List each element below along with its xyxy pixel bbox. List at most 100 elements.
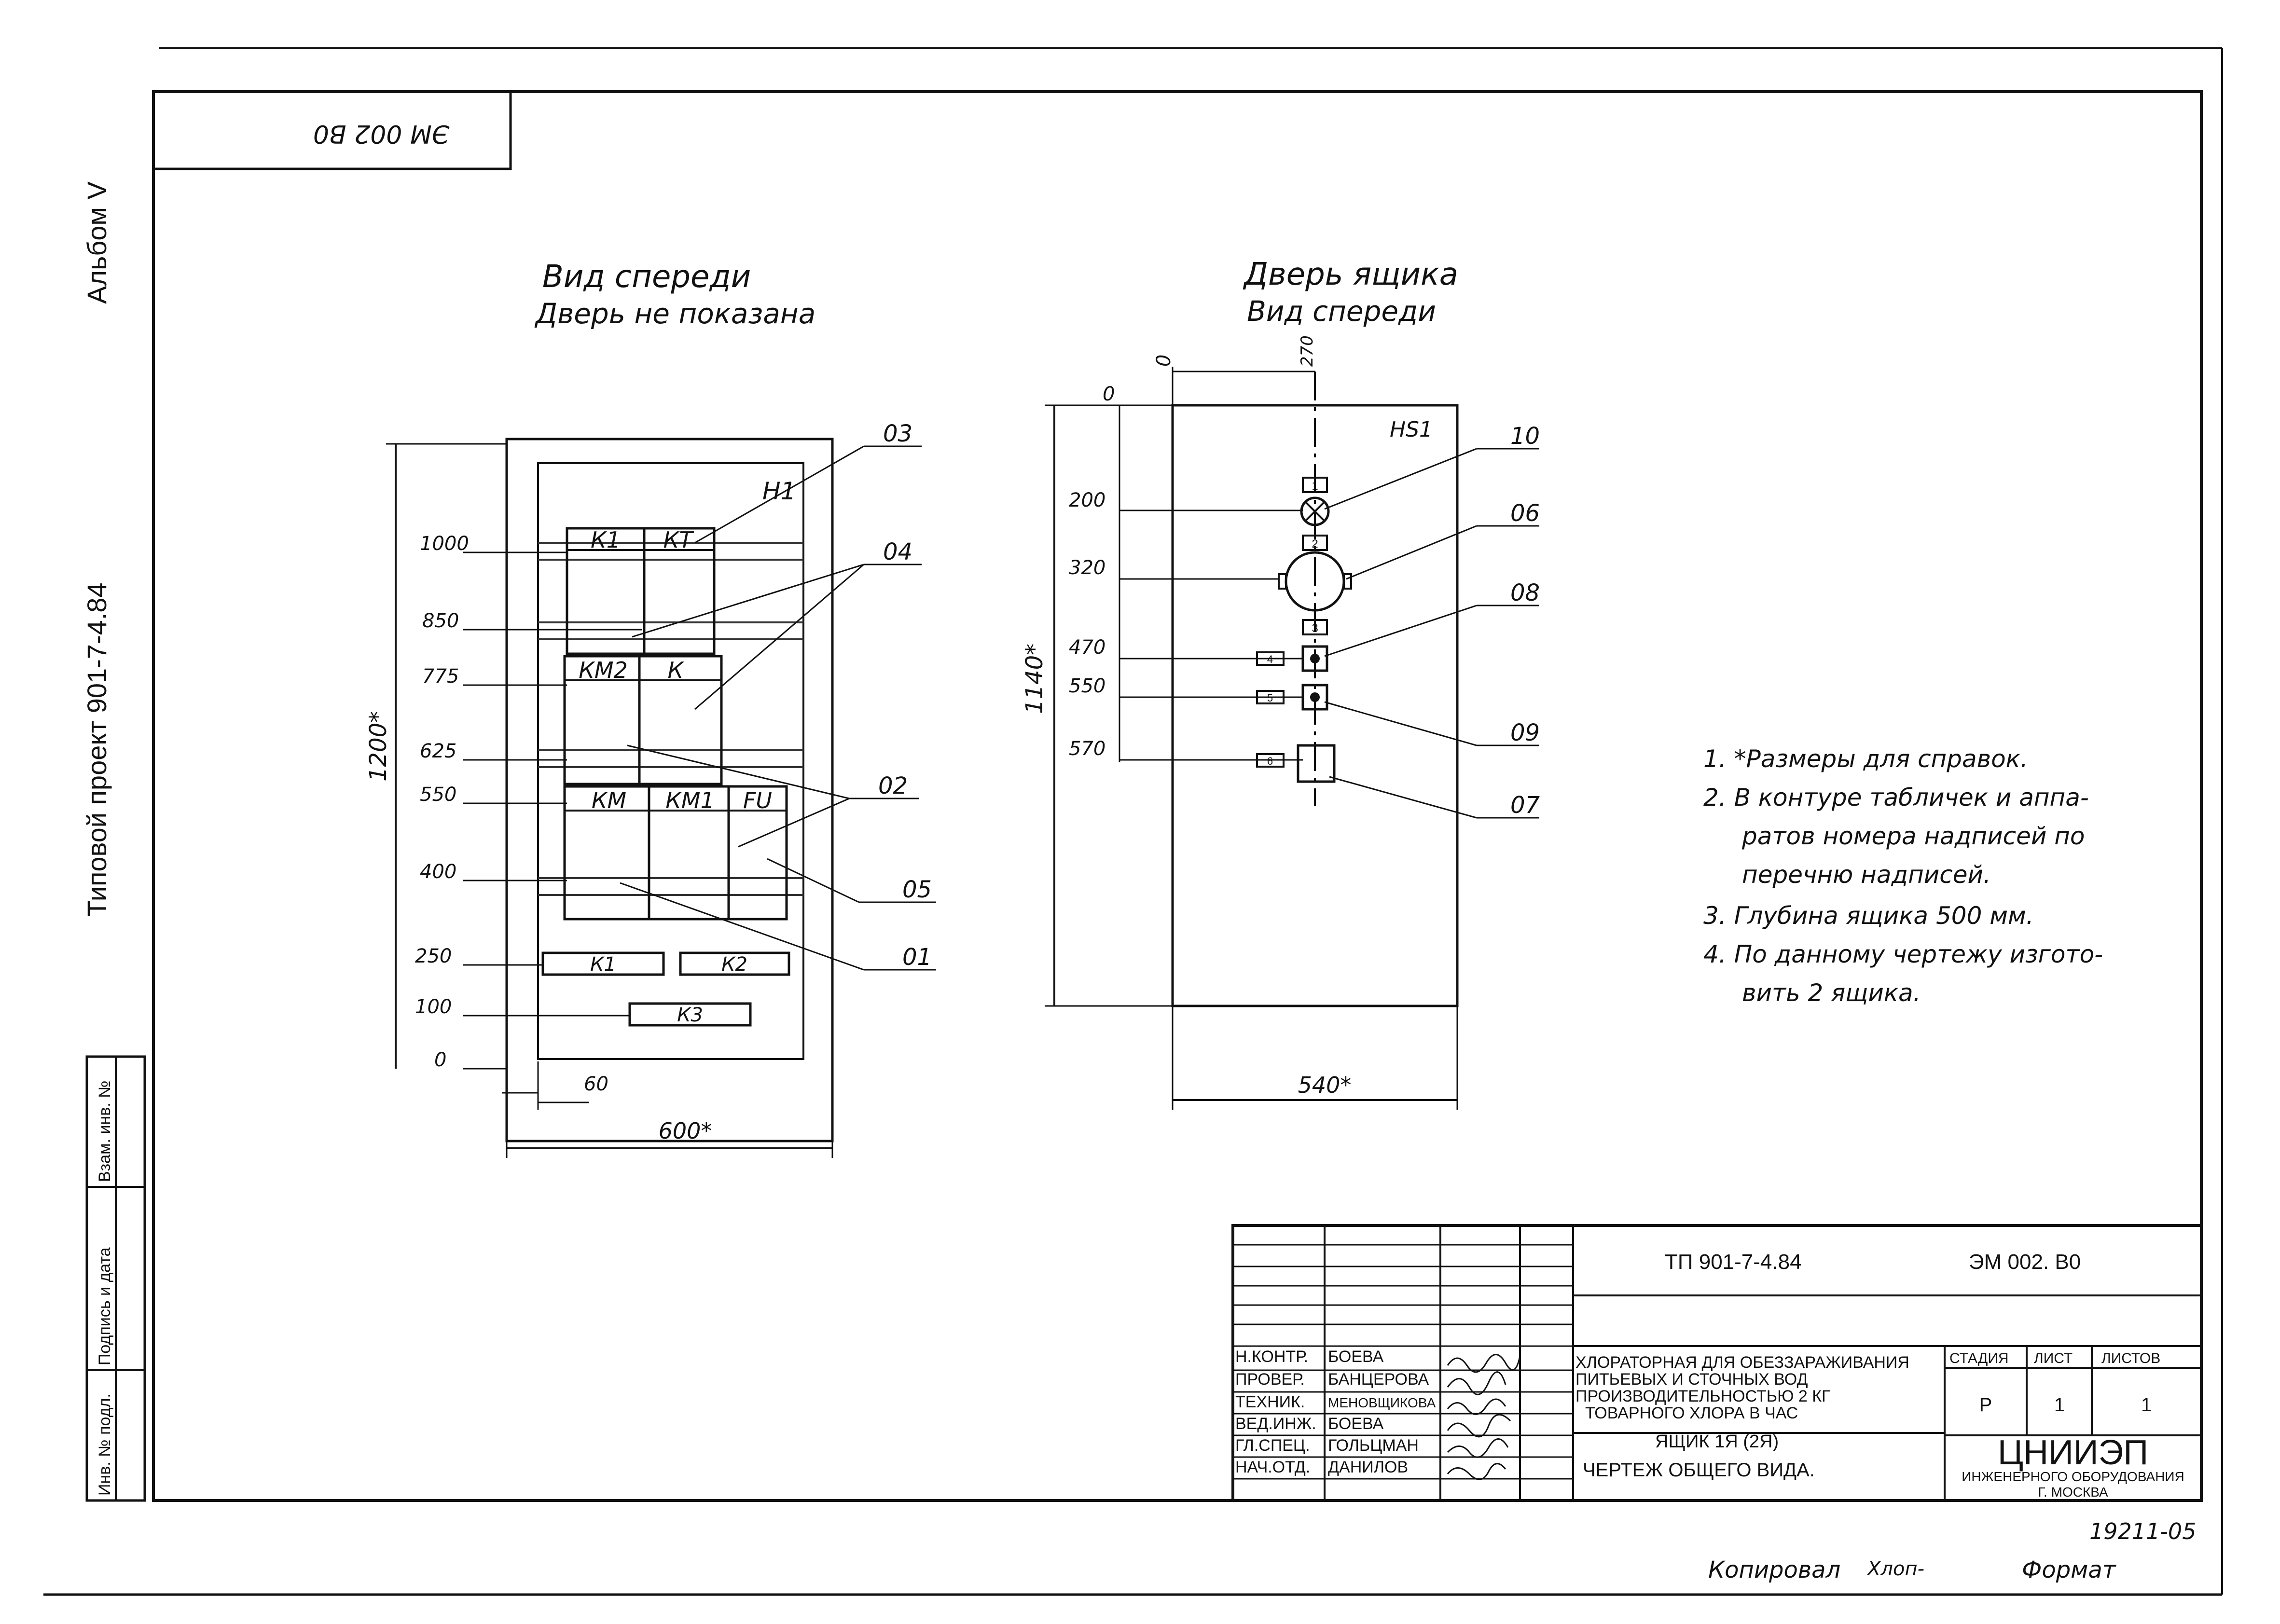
level-1000: 1000: [420, 533, 469, 555]
copied-signature: Хлоп-: [1866, 1558, 1924, 1580]
format-label: Формат: [2022, 1556, 2117, 1583]
svg-text:ТЕХНИК.: ТЕХНИК.: [1235, 1393, 1305, 1411]
level-0: 0: [434, 1049, 446, 1071]
desc-line-4: ТОВАРНОГО ХЛОРА В ЧАС: [1585, 1404, 1798, 1422]
door-height-dim: 1140*: [1021, 644, 1048, 714]
svg-text:1: 1: [1312, 480, 1318, 493]
title-block: ТП 901-7-4.84 ЭМ 002. В0 Н.КОНТР. БОЕВА …: [1231, 1224, 2203, 1502]
callout-03: 03: [883, 420, 912, 447]
note-4b: вить 2 ящика.: [1742, 979, 1921, 1007]
level-250: 250: [415, 945, 452, 967]
front-width-dim: 600*: [659, 1118, 712, 1144]
callout-07: 07: [1510, 792, 1540, 819]
title-code: ТП 901-7-4.84: [1665, 1250, 1802, 1274]
note-3: 3. Глубина ящика 500 мм.: [1703, 902, 2034, 930]
door-width-dim: 540*: [1298, 1072, 1352, 1098]
stamp-code: ЭМ 002 В0: [313, 119, 450, 148]
note-1: 1. *Размеры для справок.: [1703, 745, 2028, 773]
door-center-dim: 270: [1298, 335, 1317, 367]
front-view: К1 КТ КМ2 К КМ КМ1 FU К1 К2 К3 Н1 1000 8…: [365, 420, 936, 1158]
door-view: НЅ1 0 270 0 1140* 200 320 470 550 570 54…: [1021, 335, 1540, 1110]
callout-02: 02: [878, 772, 908, 799]
front-outer-box: [505, 438, 834, 1142]
level-850: 850: [422, 610, 459, 632]
front-view-title: Вид спереди: [542, 259, 751, 295]
door-outer-box: [1171, 404, 1459, 1007]
stamp-box: [152, 90, 512, 170]
level-625: 625: [420, 740, 456, 762]
svg-text:3: 3: [1312, 622, 1318, 635]
org-name: ЦНИИЭП: [1998, 1433, 2148, 1472]
svg-text:4: 4: [1267, 653, 1273, 665]
object-name: ЯЩИК 1Я (2Я): [1655, 1431, 1779, 1452]
drawing-name: ЧЕРТЕЖ ОБЩЕГО ВИДА.: [1583, 1459, 1815, 1481]
callout-08: 08: [1510, 579, 1540, 606]
svg-text:ГЛ.СПЕЦ.: ГЛ.СПЕЦ.: [1235, 1436, 1310, 1455]
project-label: Типовой проект 901-7-4.84: [82, 582, 112, 917]
callout-01: 01: [902, 944, 932, 971]
svg-text:5: 5: [1267, 692, 1273, 704]
callout-04: 04: [883, 538, 912, 565]
door-view-title: Дверь ящика: [1243, 257, 1458, 292]
callout-10: 10: [1510, 423, 1540, 450]
front-offset-dim: 60: [584, 1073, 608, 1095]
org-line-2: ИНЖЕНЕРНОГО ОБОРУДОВАНИЯ: [1962, 1469, 2184, 1484]
callout-09: 09: [1510, 719, 1540, 746]
device-kt: КТ: [663, 527, 695, 553]
callout-05: 05: [902, 876, 932, 903]
svg-text:СТАДИЯ: СТАДИЯ: [1949, 1350, 2009, 1366]
svg-text:6: 6: [1267, 755, 1273, 767]
desc-line-2: ПИТЬЕВЫХ И СТОЧНЫХ ВОД: [1575, 1370, 1808, 1389]
svg-text:ПРОВЕР.: ПРОВЕР.: [1235, 1370, 1305, 1389]
plate-k3: К3: [677, 1004, 703, 1026]
door-view-subtitle: Вид спереди: [1247, 295, 1436, 328]
svg-text:ЛИСТОВ: ЛИСТОВ: [2101, 1350, 2160, 1366]
device-k1: К1: [591, 527, 621, 553]
desc-line-3: ПРОИЗВОДИТЕЛЬНОСТЬЮ 2 КГ: [1575, 1387, 1830, 1405]
svg-text:ЛИСТ: ЛИСТ: [2034, 1350, 2073, 1366]
desc-line-1: ХЛОРАТОРНАЯ ДЛЯ ОБЕЗЗАРАЖИВАНИЯ: [1575, 1353, 1909, 1372]
door-level-550: 550: [1069, 675, 1105, 697]
note-4a: 4. По данному чертежу изгото-: [1703, 940, 2103, 968]
door-left-zero: 0: [1103, 383, 1115, 405]
title-drawing-no: ЭМ 002. В0: [1969, 1250, 2081, 1274]
front-view-subtitle: Дверь не показана: [534, 297, 815, 330]
device-km: КМ: [592, 787, 626, 813]
inv-label: Инв. № подл.: [96, 1393, 114, 1496]
sheets-value: 1: [2141, 1394, 2152, 1416]
svg-text:БАНЦЕРОВА: БАНЦЕРОВА: [1328, 1370, 1429, 1389]
stage-value: Р: [1979, 1394, 1992, 1416]
signatures: [1447, 1354, 1521, 1480]
album-label: Альбом V: [82, 181, 112, 304]
svg-text:2: 2: [1312, 537, 1318, 551]
svg-text:Н.КОНТР.: Н.КОНТР.: [1235, 1348, 1308, 1366]
svg-text:НАЧ.ОТД.: НАЧ.ОТД.: [1235, 1458, 1310, 1476]
svg-text:БОЕВА: БОЕВА: [1328, 1415, 1384, 1433]
door-level-320: 320: [1069, 557, 1105, 579]
sheet-value: 1: [2054, 1394, 2065, 1416]
sign-date-label: Подпись и дата: [96, 1247, 114, 1365]
main-border: [152, 90, 2203, 1502]
device-km1: КМ1: [665, 787, 715, 813]
door-level-470: 470: [1069, 636, 1105, 659]
svg-text:ГОЛЬЦМАН: ГОЛЬЦМАН: [1328, 1436, 1419, 1455]
note-2b: ратов номера надписей по: [1741, 822, 2085, 850]
front-height-dim: 1200*: [365, 711, 392, 782]
front-inner-panel: [537, 462, 804, 1060]
plate-k2: К2: [721, 953, 747, 976]
notes: 1. *Размеры для справок. 2. В контуре та…: [1703, 745, 2103, 1007]
copied-label: Копировал: [1708, 1556, 1840, 1583]
svg-text:МЕНОВЩИКОВА: МЕНОВЩИКОВА: [1328, 1395, 1436, 1410]
org-line-3: Г. МОСКВА: [2038, 1485, 2108, 1500]
door-panel-label: НЅ1: [1390, 417, 1433, 442]
callout-06: 06: [1510, 500, 1540, 527]
door-level-200: 200: [1069, 489, 1105, 511]
plate-k1: К1: [590, 953, 616, 976]
level-100: 100: [415, 996, 452, 1018]
svg-text:ВЕД.ИНЖ.: ВЕД.ИНЖ.: [1235, 1415, 1316, 1433]
device-km2: КМ2: [579, 657, 628, 683]
svg-text:ДАНИЛОВ: ДАНИЛОВ: [1328, 1458, 1408, 1476]
sheet-number: 19211-05: [2089, 1518, 2196, 1544]
